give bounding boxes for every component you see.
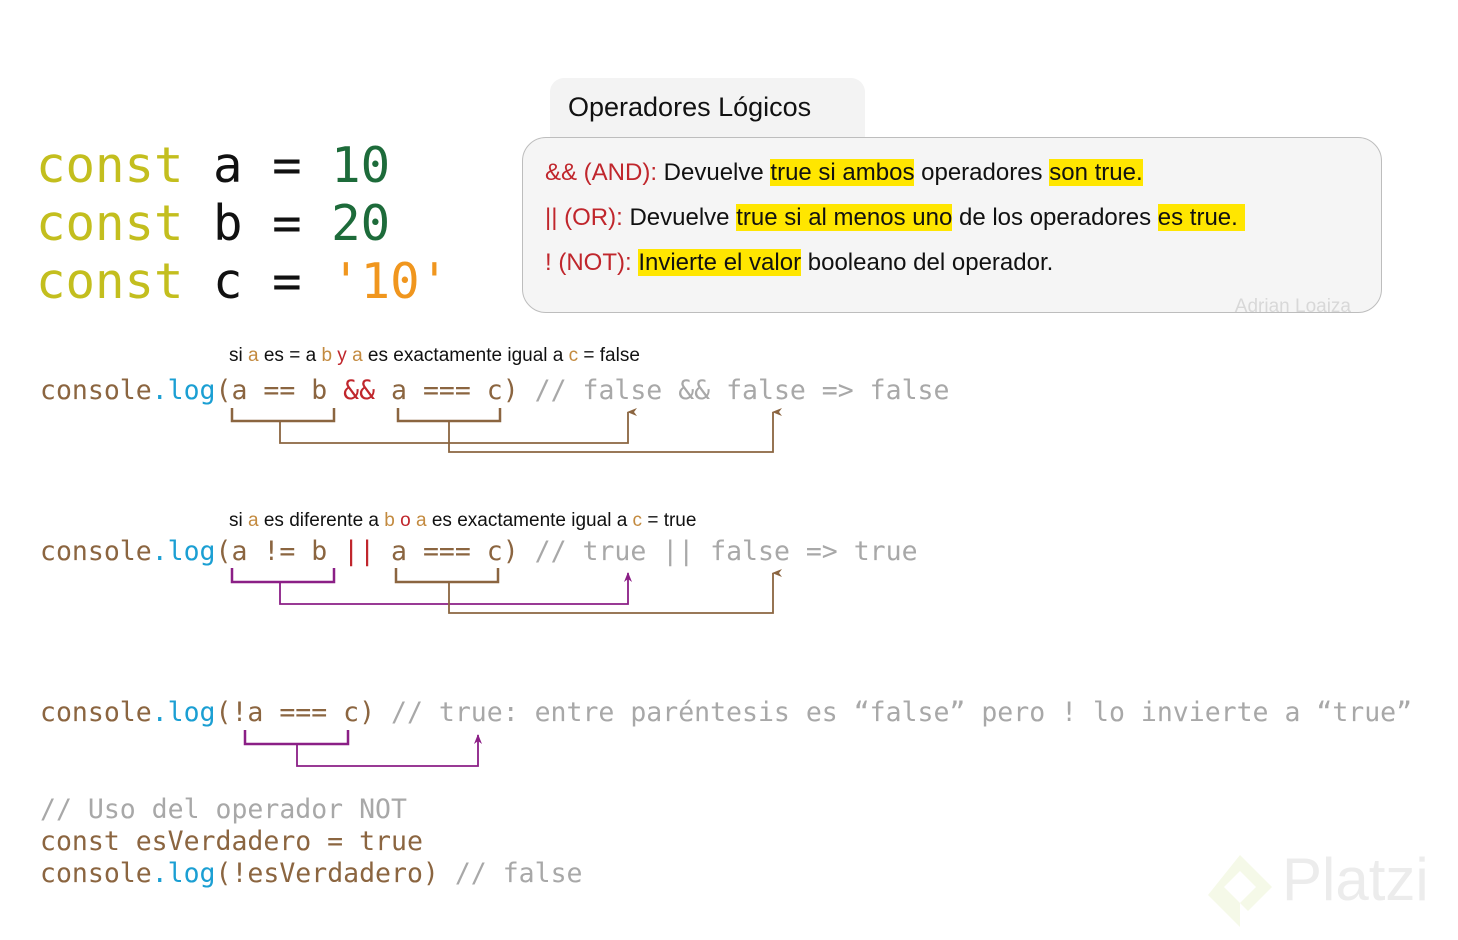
bracket-2a <box>230 568 336 584</box>
text-segment: es true. <box>1157 204 1245 231</box>
text-segment: a <box>416 510 427 531</box>
text-segment: operadores <box>914 159 1050 186</box>
operators-panel: && (AND): Devuelve true si ambos operado… <box>522 137 1382 317</box>
text-segment: es diferente a <box>258 510 385 531</box>
text-segment: // false && false => false <box>518 375 950 406</box>
platzi-logo-icon <box>1208 855 1272 927</box>
text-segment: es exactamente igual a <box>362 345 569 366</box>
text-segment: true si ambos <box>770 159 915 186</box>
text-segment: (!a === c) <box>215 697 376 728</box>
text-segment: '10' <box>331 253 450 310</box>
panel-title: Operadores Lógicos <box>568 92 812 122</box>
bracket-1b <box>396 408 502 423</box>
text-segment: a === c) <box>375 375 519 406</box>
text-segment: son true. <box>1049 159 1143 186</box>
panel-tab: Operadores Lógicos <box>550 78 865 142</box>
text-segment: console <box>40 858 152 889</box>
declaration-b: const b = 20 <box>36 195 390 253</box>
text-segment: a <box>248 345 259 366</box>
text-segment: (a != b <box>215 536 344 567</box>
text-segment: const <box>36 253 184 310</box>
text-segment: a === c) <box>375 536 519 567</box>
text-segment: o <box>400 510 411 531</box>
text-segment: = false <box>578 345 640 366</box>
text-segment: .log <box>151 375 216 406</box>
text-segment: c <box>568 345 579 366</box>
text-segment: c <box>632 510 643 531</box>
text-segment: console <box>40 375 152 406</box>
text-segment: Devuelve <box>657 159 771 186</box>
example2-code: console.log(a != b || a === c) // true |… <box>40 536 918 568</box>
example2-note: si a es diferente a b o a es exactamente… <box>229 510 696 532</box>
example4-code: console.log(!esVerdadero) // false <box>40 858 582 890</box>
text-segment: && <box>343 375 376 406</box>
text-segment: 10 <box>331 137 391 194</box>
text-segment: console <box>40 536 152 567</box>
text-segment: = <box>272 253 302 310</box>
text-segment: true si al menos uno <box>736 204 953 231</box>
platzi-logo: Platzi <box>1200 845 1429 940</box>
panel-line-or: || (OR): Devuelve true si al menos uno d… <box>545 204 1245 232</box>
text-segment: (a == b <box>215 375 344 406</box>
text-segment: si <box>229 510 248 531</box>
example1-note: si a es = a b y a es exactamente igual a… <box>229 345 640 367</box>
text-segment: // true: entre paréntesis es “false” per… <box>375 697 1413 728</box>
text-segment: Devuelve <box>622 204 737 231</box>
arrow-1a <box>279 408 637 444</box>
example1-code: console.log(a == b && a === c) // false … <box>40 375 949 407</box>
arrow-2a <box>279 572 632 605</box>
text-segment: .log <box>151 858 216 889</box>
text-segment: // false <box>438 858 583 889</box>
text-segment: a <box>352 345 363 366</box>
signature: Adrian Loaiza <box>1234 296 1351 317</box>
text-segment: b <box>384 510 395 531</box>
text-segment: && (AND): <box>545 159 658 186</box>
panel-line-not: ! (NOT): Invierte el valor booleano del … <box>545 249 1053 277</box>
text-segment: (!esVerdadero) <box>215 858 439 889</box>
text-segment: a <box>213 137 243 194</box>
text-segment: = <box>272 137 302 194</box>
declaration-a: const a = 10 <box>36 137 390 195</box>
text-segment: console <box>40 697 152 728</box>
text-segment: || (OR): <box>545 204 623 231</box>
text-segment: const <box>36 137 184 194</box>
text-segment: si <box>229 345 248 366</box>
arrow-2b <box>448 569 782 614</box>
declaration-c: const c = '10' <box>36 253 449 311</box>
bracket-2b <box>394 568 500 584</box>
arrow-3 <box>296 734 482 767</box>
platzi-logo-text: Platzi <box>1282 846 1429 913</box>
text-segment: y <box>337 345 347 366</box>
text-segment: booleano del operador. <box>801 249 1054 276</box>
text-segment: const <box>36 195 184 252</box>
text-segment: b <box>321 345 333 366</box>
text-segment: ! (NOT): <box>545 249 632 276</box>
panel-line-and: && (AND): Devuelve true si ambos operado… <box>545 159 1143 187</box>
text-segment: .log <box>151 536 216 567</box>
bracket-3 <box>243 730 350 746</box>
text-segment: || <box>343 536 376 567</box>
text-segment: = true <box>642 510 697 531</box>
example3-code: console.log(!a === c) // true: entre par… <box>40 697 1412 729</box>
example4-decl: const esVerdadero = true <box>40 826 423 857</box>
text-segment: es = a <box>258 345 322 366</box>
text-segment: Invierte el valor <box>638 249 802 276</box>
text-segment: // true || false => true <box>518 536 918 567</box>
example4-comment: // Uso del operador NOT <box>40 794 407 825</box>
arrow-1b <box>448 408 782 453</box>
text-segment: .log <box>151 697 216 728</box>
text-segment: b <box>213 195 243 252</box>
text-segment: es exactamente igual a <box>426 510 633 531</box>
text-segment: de los operadores <box>952 204 1158 231</box>
bracket-1a <box>230 408 336 423</box>
text-segment: 20 <box>331 195 391 252</box>
text-segment: a <box>248 510 259 531</box>
text-segment: c <box>213 253 243 310</box>
text-segment: = <box>272 195 302 252</box>
